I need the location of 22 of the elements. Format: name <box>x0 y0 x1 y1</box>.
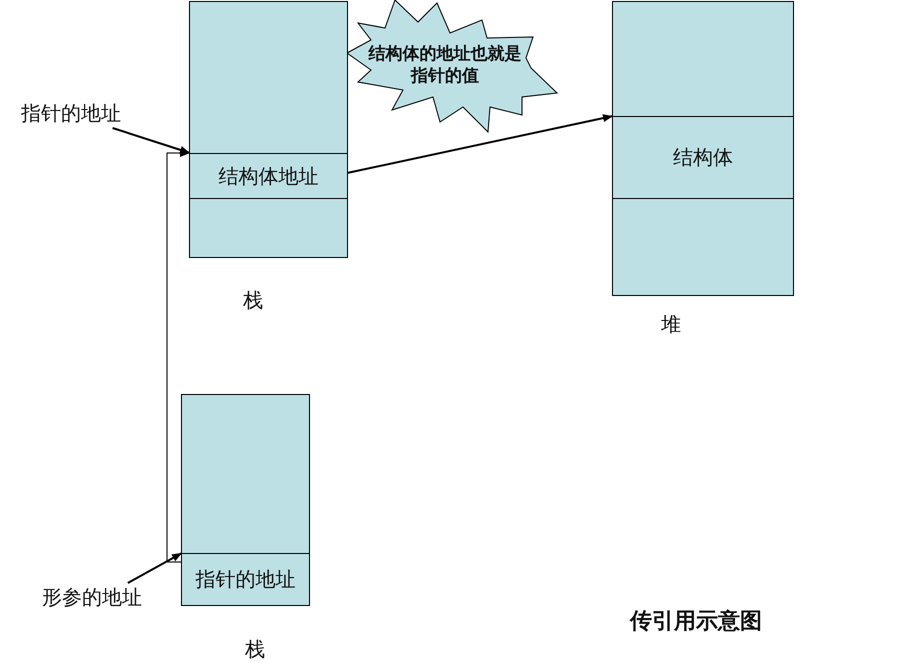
memory-cell <box>613 198 793 295</box>
memory-cell <box>190 198 347 257</box>
callout-text: 结构体的地址也就是指针的值 <box>367 43 522 87</box>
memory-block <box>612 1 794 296</box>
diagram-caption: 传引用示意图 <box>630 607 762 636</box>
memory-block <box>189 1 348 258</box>
memory-cell: 指针的地址 <box>182 553 309 605</box>
memory-caption: 栈 <box>245 637 265 662</box>
memory-cell: 结构体 <box>613 116 793 198</box>
arrow <box>127 552 182 584</box>
annotation-text: 指针的地址 <box>8 98 134 128</box>
memory-caption: 堆 <box>661 312 681 337</box>
annotation-text: 形参的地址 <box>28 583 156 611</box>
memory-cell: 结构体地址 <box>190 153 347 198</box>
memory-block <box>181 394 310 606</box>
memory-cell <box>613 2 793 116</box>
arrow <box>112 127 190 154</box>
arrow <box>346 114 614 174</box>
memory-cell <box>190 2 347 153</box>
arrow <box>166 149 190 562</box>
memory-caption: 栈 <box>243 288 263 313</box>
memory-cell <box>182 395 309 553</box>
